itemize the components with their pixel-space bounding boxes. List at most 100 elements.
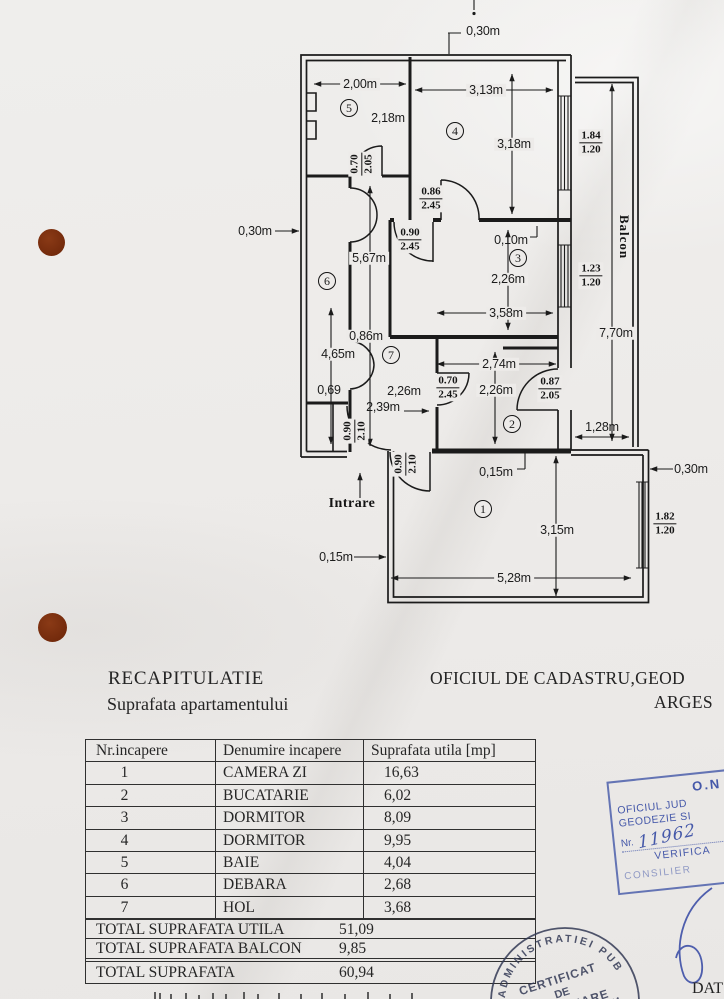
- office-name-line2: ARGES: [654, 692, 713, 712]
- window-height: 1.20: [655, 524, 675, 537]
- dim-label: 0,30m: [238, 223, 272, 238]
- punch-hole: [38, 613, 67, 642]
- door-size-label: 0.70 2.05: [348, 151, 376, 177]
- room-number-1: 1: [474, 500, 492, 518]
- dim-label: 4,65m: [318, 348, 358, 361]
- total-row-utila: TOTAL SUPRAFATA UTILA 51,09: [86, 919, 535, 939]
- total-row-suprafata: TOTAL SUPRAFATA 60,94: [86, 961, 535, 983]
- dim-label: 7,70m: [596, 327, 636, 340]
- date-label: DAT: [692, 980, 724, 997]
- cell-name: DEBARA: [216, 874, 364, 896]
- door-width: 0.90: [398, 226, 422, 241]
- door-height: 2.05: [540, 389, 560, 402]
- cell-nr: 6: [86, 874, 216, 896]
- round-certification-stamp: ADMINISTRATIEI PUB CERTIFICAT DE AUTORIZ…: [490, 927, 640, 999]
- room-number-7: 7: [382, 346, 400, 364]
- cell-name: CAMERA ZI: [216, 762, 364, 784]
- dim-label: 1,28m: [585, 419, 619, 434]
- door-width: 0.90: [392, 452, 407, 476]
- handwritten-signature: [675, 887, 713, 984]
- total-label: TOTAL SUPRAFATA BALCON: [96, 939, 302, 957]
- table-row: 1 CAMERA ZI 16,63: [86, 762, 535, 785]
- svg-text:DE: DE: [553, 985, 571, 999]
- door-width: 0.70: [348, 152, 363, 176]
- window-width: 1.23: [579, 262, 603, 277]
- balcony-label: Balcon: [617, 214, 632, 260]
- cell-name: DORMITOR: [216, 829, 364, 851]
- svg-text:2154: 2154: [599, 995, 621, 999]
- door-height: 2.45: [421, 199, 441, 212]
- stamp-nr-label: Nr.: [620, 837, 635, 850]
- door-size-label: 0.70 2.45: [435, 374, 461, 402]
- office-name-line1: OFICIUL DE CADASTRU,GEOD: [430, 668, 685, 688]
- cell-nr: 1: [86, 762, 216, 784]
- dim-label: 3,18m: [494, 138, 534, 151]
- door-height: 2.10: [406, 454, 419, 474]
- dim-label: 2,26m: [476, 384, 516, 397]
- total-label: TOTAL SUPRAFATA UTILA: [96, 921, 285, 939]
- cell-name: HOL: [216, 896, 364, 919]
- dim-label: 3,15m: [537, 524, 577, 537]
- total-row-balcon: TOTAL SUPRAFATA BALCON 9,85: [86, 939, 535, 959]
- table-row: 5 BAIE 4,04: [86, 851, 535, 875]
- dim-label: 5,67m: [349, 252, 389, 265]
- cell-area: 9,95: [384, 831, 412, 849]
- window-size-label: 1.23 1.20: [578, 262, 604, 290]
- door-size-label: 0.90 2.10: [392, 451, 420, 477]
- cell-nr: 7: [86, 896, 216, 919]
- window-width: 1.82: [653, 510, 677, 525]
- dim-label: 2,26m: [488, 273, 528, 286]
- table-row: 6 DEBARA 2,68: [86, 874, 535, 897]
- header-denumire: Denumire incapere: [216, 740, 364, 762]
- window-height: 1.20: [581, 276, 601, 289]
- cell-name: DORMITOR: [216, 807, 364, 829]
- dim-label: 3,58m: [486, 307, 526, 320]
- dim-label: 2,18m: [371, 110, 405, 125]
- dim-label: 2,00m: [340, 78, 380, 91]
- door-width: 0.90: [341, 419, 356, 443]
- room-number-5: 5: [340, 99, 358, 117]
- room-number-2: 2: [503, 415, 521, 433]
- dim-label: 0,30m: [466, 23, 500, 38]
- window-size-label: 1.82 1.20: [652, 510, 678, 538]
- dim-label: 0,30m: [674, 461, 708, 476]
- dim-label: 0,10m: [494, 232, 528, 247]
- total-label: TOTAL SUPRAFATA: [96, 964, 235, 982]
- total-value: 60,94: [339, 964, 374, 982]
- dim-label: 3,13m: [466, 84, 506, 97]
- cell-name: BAIE: [216, 851, 364, 874]
- table-row: 3 DORMITOR 8,09: [86, 807, 535, 830]
- cell-area: 6,02: [384, 786, 412, 804]
- room-number-4: 4: [446, 122, 464, 140]
- dim-label: 0,86m: [346, 330, 386, 343]
- table-header-row: Nr.incapere Denumire incapere Suprafata …: [86, 740, 535, 763]
- recap-title: RECAPITULATIE: [108, 668, 265, 689]
- dim-label: 5,28m: [494, 572, 534, 585]
- window-height: 1.20: [581, 143, 601, 156]
- cell-nr: 4: [86, 829, 216, 851]
- dim-label: 2,39m: [366, 399, 400, 414]
- punch-hole: [38, 229, 65, 256]
- total-value: 51,09: [339, 921, 374, 939]
- area-table: Nr.incapere Denumire incapere Suprafata …: [85, 739, 536, 985]
- door-width: 0.86: [419, 185, 443, 200]
- door-size-label: 0.90 2.10: [341, 418, 369, 444]
- cell-name: BUCATARIE: [216, 784, 364, 807]
- door-height: 2.45: [400, 240, 420, 253]
- header-suprafata: Suprafata utila [mp]: [371, 742, 496, 759]
- door-size-label: 0.90 2.45: [397, 226, 423, 254]
- dim-label: 0,15m: [319, 549, 353, 564]
- cell-nr: 3: [86, 807, 216, 829]
- door-height: 2.05: [362, 154, 375, 174]
- dim-label: 0,15m: [479, 464, 513, 479]
- door-height: 2.45: [438, 388, 458, 401]
- cell-nr: 5: [86, 851, 216, 874]
- cell-area: 3,68: [384, 898, 412, 916]
- dim-label: 0,69: [317, 382, 341, 397]
- header-nr: Nr.incapere: [86, 740, 216, 762]
- cell-area: 8,09: [384, 809, 412, 827]
- table-row: 2 BUCATARIE 6,02: [86, 784, 535, 808]
- door-width: 0.70: [436, 374, 460, 389]
- entrance-label: Intrare: [328, 496, 376, 511]
- room-number-3: 3: [509, 249, 527, 267]
